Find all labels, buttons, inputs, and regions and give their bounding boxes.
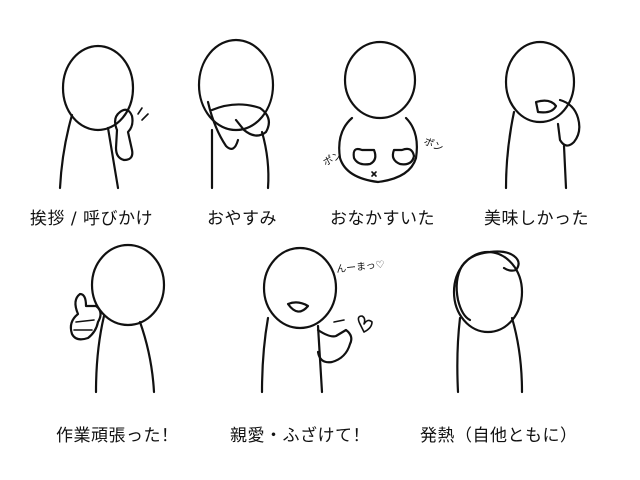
figure-hungry: [338, 40, 418, 184]
caption-worked-hard: 作業頑張った！: [56, 426, 179, 446]
caption-fever: 発熱（自他ともに）: [420, 426, 578, 446]
figure-blow-kiss: [260, 246, 373, 394]
caption-greeting: 挨拶 / 呼びかけ: [30, 209, 154, 229]
figure-greeting: [58, 44, 149, 190]
caption-good-night: おやすみ: [207, 209, 277, 229]
caption-hungry: おなかすいた: [330, 209, 435, 229]
caption-delicious: 美味しかった: [484, 209, 589, 229]
figure-fever: [452, 250, 524, 394]
figure-thumbs-up: [69, 243, 166, 394]
caption-affection: 親愛・ふざけて！: [230, 426, 370, 446]
figure-good-night: [197, 38, 275, 190]
figure-delicious: [504, 40, 581, 190]
